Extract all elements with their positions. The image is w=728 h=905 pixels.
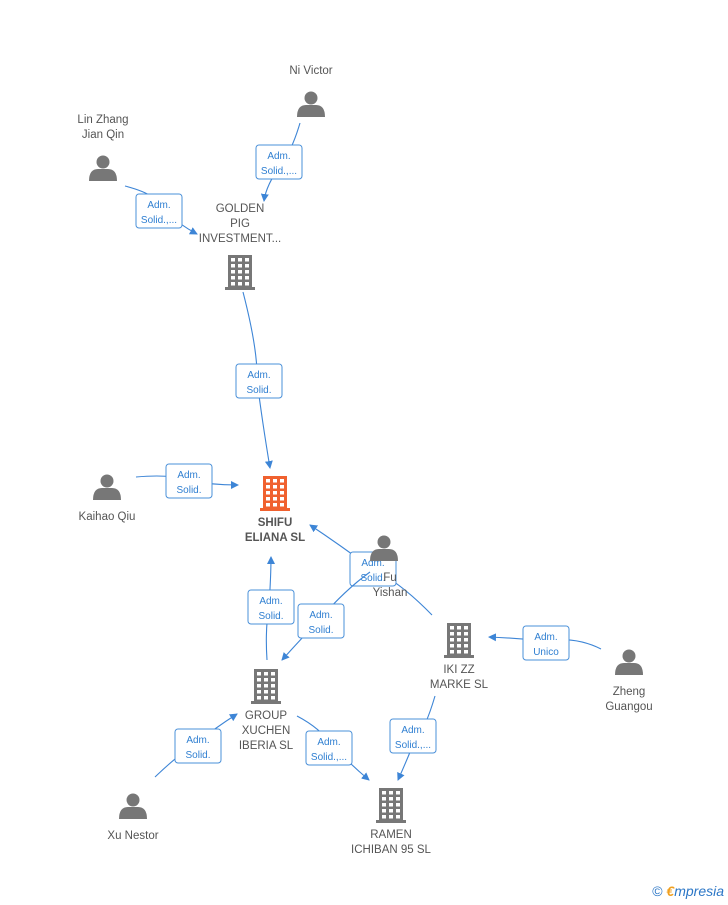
building-icon bbox=[376, 788, 406, 823]
person-icon bbox=[615, 649, 643, 675]
edge-role-label: Adm. bbox=[401, 725, 424, 736]
edge-role-box[interactable] bbox=[235, 363, 283, 399]
edge-role-label: Solid. bbox=[258, 611, 283, 622]
edge-role-box[interactable] bbox=[522, 625, 570, 661]
node-label: ICHIBAN 95 SL bbox=[351, 844, 431, 856]
edge-role-label: Adm. bbox=[534, 632, 557, 643]
edge-role-box[interactable] bbox=[135, 193, 183, 229]
node-label: XUCHEN bbox=[242, 725, 291, 737]
edge-kaihao_qiu-to-shifu: Adm. Solid. bbox=[135, 463, 239, 499]
edge-role-label: Adm. bbox=[147, 200, 170, 211]
person-icon bbox=[119, 793, 147, 819]
node-label: GROUP bbox=[245, 710, 288, 722]
edge-fu_yishan-to-group_xuchen: Adm. Solid. bbox=[281, 571, 371, 661]
edge-group_xuchen-to-ramen: Adm. Solid.,... bbox=[296, 715, 370, 781]
edge-role-label: Adm. bbox=[177, 470, 200, 481]
node-label: Zheng bbox=[613, 686, 646, 698]
edge-golden_pig-to-shifu: Adm. Solid. bbox=[235, 291, 283, 469]
building-icon bbox=[251, 669, 281, 704]
node-label: Ni Victor bbox=[289, 65, 332, 77]
edge-role-label: Adm. bbox=[267, 151, 290, 162]
brand-initial: € bbox=[666, 883, 675, 899]
node-label: MARKE SL bbox=[430, 679, 489, 691]
edge-role-box[interactable] bbox=[247, 589, 295, 625]
edge-role-box[interactable] bbox=[174, 728, 222, 764]
edge-ni_victor-to-golden_pig: Adm. Solid.,... bbox=[255, 122, 303, 202]
edge-role-label: Unico bbox=[533, 647, 559, 658]
node-label: Fu bbox=[383, 572, 396, 584]
edge-role-label: Adm. bbox=[186, 735, 209, 746]
node-ramen[interactable]: RAMEN ICHIBAN 95 SL bbox=[351, 788, 432, 856]
edge-role-label: Solid. bbox=[308, 625, 333, 636]
copyright-symbol: © bbox=[652, 883, 663, 899]
edge-role-box[interactable] bbox=[255, 144, 303, 180]
node-shifu[interactable]: SHIFU ELIANA SL bbox=[245, 476, 305, 544]
node-label: IBERIA SL bbox=[239, 740, 294, 752]
node-label: RAMEN bbox=[370, 829, 412, 841]
node-xu-nestor[interactable]: Xu Nestor bbox=[107, 793, 159, 843]
node-label: IKI ZZ bbox=[443, 664, 474, 676]
building-icon bbox=[260, 476, 290, 511]
edge-xu_nestor-to-group_xuchen: Adm. Solid. bbox=[154, 713, 238, 778]
edges-layer: Adm.Solid.,...Adm.Solid.,...Adm.Solid.Ad… bbox=[124, 122, 602, 781]
edge-role-box[interactable] bbox=[165, 463, 213, 499]
node-label: Kaihao Qiu bbox=[79, 511, 136, 523]
building-icon bbox=[444, 623, 474, 658]
edge-role-label: Adm. bbox=[361, 558, 384, 569]
edge-role-box[interactable] bbox=[389, 718, 437, 754]
edge-role-label: Adm. bbox=[317, 737, 340, 748]
edge-role-label: Solid. bbox=[176, 485, 201, 496]
edge-role-label: Adm. bbox=[309, 610, 332, 621]
edge-role-label: Solid.,... bbox=[141, 215, 177, 226]
edge-iki_zz-to-shifu: Adm. Solid. bbox=[309, 524, 433, 616]
node-ni-victor[interactable]: Ni Victor bbox=[289, 65, 333, 117]
empresia-logo: © €mpresia bbox=[652, 883, 724, 899]
edge-role-label: Adm. bbox=[247, 370, 270, 381]
edge-role-label: Solid. bbox=[360, 573, 385, 584]
person-icon bbox=[297, 91, 325, 117]
edge-role-box[interactable] bbox=[305, 730, 353, 766]
person-icon bbox=[93, 474, 121, 500]
edge-role-label: Solid.,... bbox=[395, 740, 431, 751]
edge-role-label: Solid.,... bbox=[311, 752, 347, 763]
brand-name: mpresia bbox=[674, 883, 724, 899]
edge-zheng-to-iki_zz: Adm. Unico bbox=[488, 625, 602, 661]
edge-role-label: Solid.,... bbox=[261, 166, 297, 177]
node-label: ELIANA SL bbox=[245, 532, 305, 544]
edge-role-label: Adm. bbox=[259, 596, 282, 607]
node-kaihao-qiu[interactable]: Kaihao Qiu bbox=[79, 474, 136, 524]
person-icon bbox=[89, 155, 117, 181]
edge-group_xuchen-to-shifu: Adm. Solid. bbox=[247, 556, 295, 661]
person-icon bbox=[370, 535, 398, 561]
edge-role-label: Solid. bbox=[246, 385, 271, 396]
edge-role-label: Solid. bbox=[185, 750, 210, 761]
node-label: Guangou bbox=[605, 701, 652, 713]
edge-lin_zhang-to-golden_pig: Adm. Solid.,... bbox=[124, 185, 198, 235]
node-label: PIG bbox=[230, 218, 250, 230]
node-group-xuchen[interactable]: GROUP XUCHEN IBERIA SL bbox=[239, 669, 294, 752]
node-label: Lin Zhang bbox=[77, 114, 128, 126]
edge-role-box[interactable] bbox=[297, 603, 345, 639]
node-label: SHIFU bbox=[258, 517, 293, 529]
edge-iki_zz-to-ramen: Adm. Solid.,... bbox=[389, 695, 437, 781]
node-label: Jian Qin bbox=[82, 129, 124, 141]
node-label: INVESTMENT... bbox=[199, 233, 281, 245]
node-golden-pig[interactable]: GOLDEN PIG INVESTMENT... bbox=[199, 203, 281, 290]
node-iki-zz[interactable]: IKI ZZ MARKE SL bbox=[430, 623, 489, 691]
node-label: Xu Nestor bbox=[107, 830, 158, 842]
building-icon bbox=[225, 255, 255, 290]
node-label: Yishan bbox=[373, 587, 408, 599]
node-label: GOLDEN bbox=[216, 203, 265, 215]
